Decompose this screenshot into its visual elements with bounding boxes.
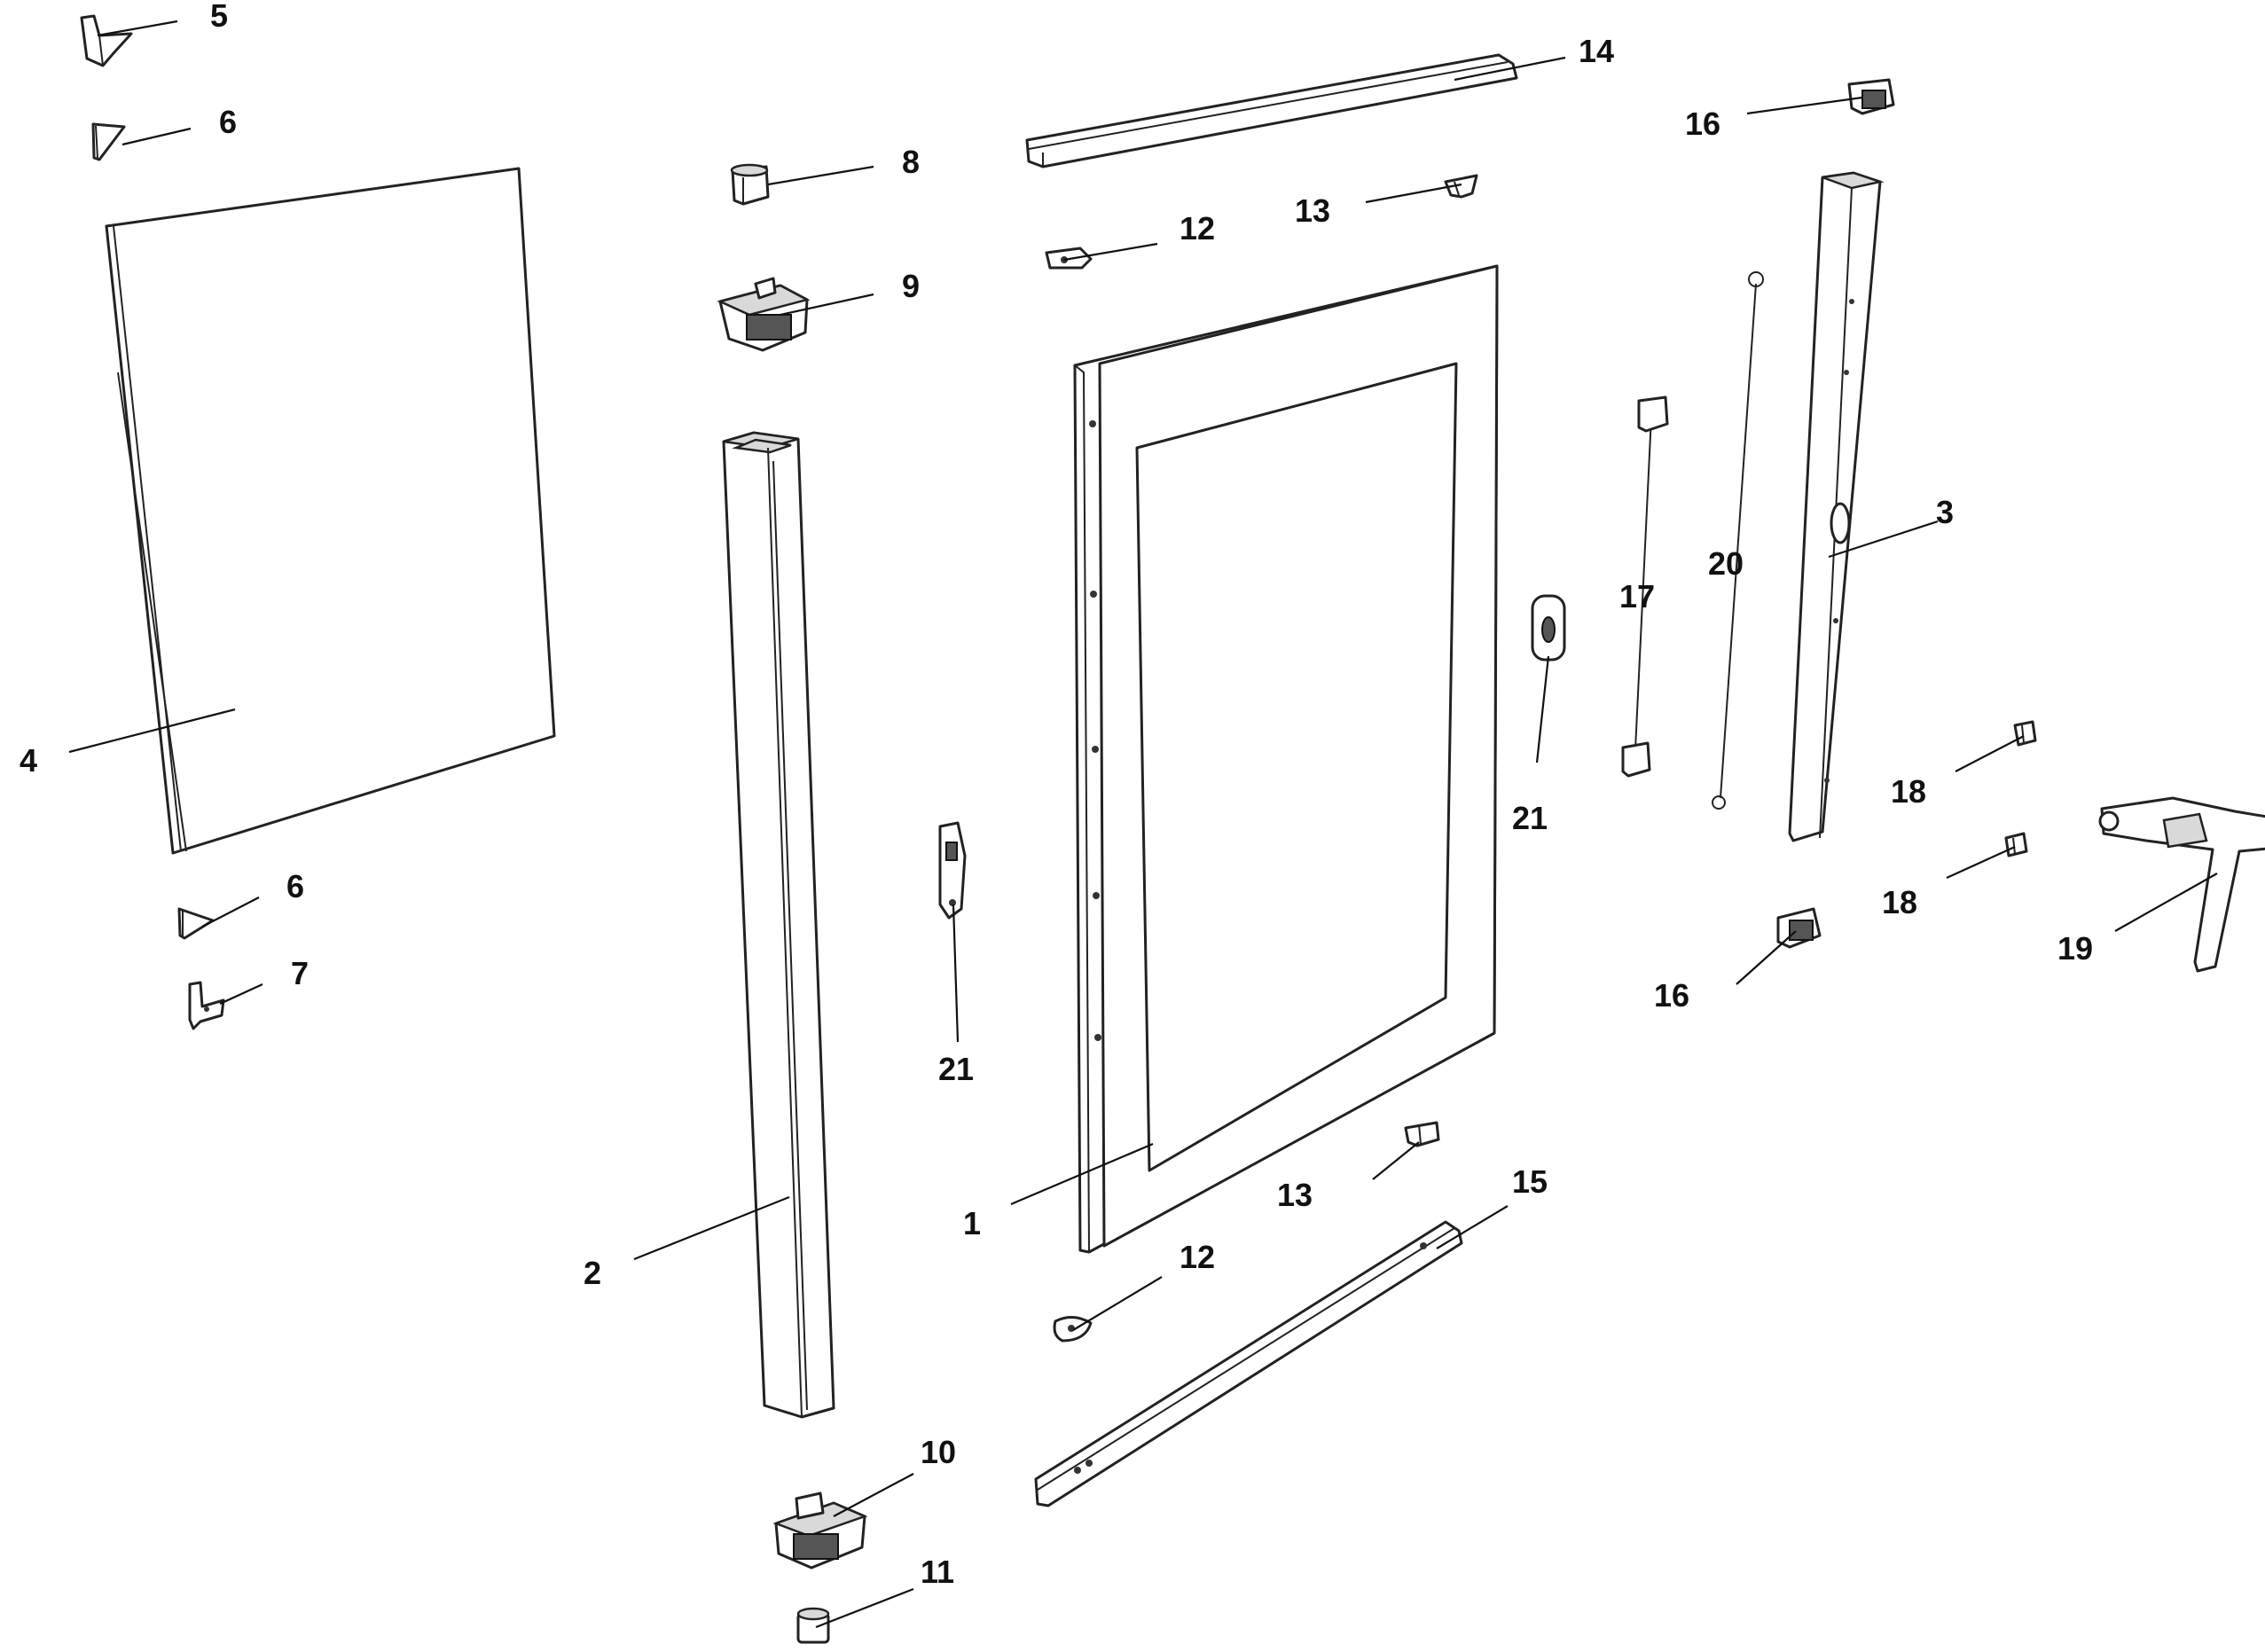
- callout-2: 2: [584, 1255, 601, 1291]
- leader-lines: [68, 20, 2218, 1629]
- part-4-glass-panel: [105, 167, 556, 855]
- callout-21-right: 21: [1512, 800, 1548, 836]
- callout-18-top: 18: [1891, 773, 1926, 810]
- callout-5: 5: [210, 0, 228, 34]
- callout-17: 17: [1619, 578, 1655, 615]
- part-1-door-frame: [1073, 264, 1499, 1254]
- part-18-clip-top: [2013, 720, 2037, 747]
- part-3-right-profile: [1788, 171, 1885, 842]
- callout-6-bottom: 6: [286, 868, 304, 904]
- callout-11: 11: [921, 1554, 954, 1590]
- part-21-latch-right: [1531, 594, 1566, 662]
- part-11-foot: [796, 1607, 830, 1644]
- part-2-left-profile: [722, 431, 835, 1419]
- callout-20: 20: [1708, 545, 1744, 582]
- part-16-connector-top: [1847, 78, 1895, 115]
- part-20-wire: [1712, 271, 1764, 810]
- part-14-top-rail: [1025, 53, 1518, 168]
- callout-7: 7: [291, 955, 309, 991]
- callout-19: 19: [2057, 930, 2093, 967]
- callout-labels: 1 2 3 4 5 6 6 7 8 9 10 11 12 12 13 13 14…: [20, 0, 2093, 1590]
- callout-13-bottom: 13: [1277, 1177, 1313, 1213]
- callout-12-bottom: 12: [1180, 1239, 1215, 1275]
- callout-12-top: 12: [1180, 210, 1215, 247]
- part-7-bracket: [188, 981, 225, 1030]
- callout-18-bottom: 18: [1882, 884, 1917, 920]
- callout-8: 8: [902, 144, 920, 180]
- part-13-clip-bottom: [1404, 1121, 1440, 1147]
- callout-3: 3: [1936, 494, 1954, 530]
- callout-16-top: 16: [1685, 106, 1720, 142]
- callout-14: 14: [1579, 33, 1614, 69]
- part-6-clip-top: [91, 122, 126, 161]
- part-19-handle: [2098, 796, 2265, 973]
- callout-15: 15: [1512, 1163, 1548, 1200]
- part-17-rod: [1621, 395, 1669, 778]
- part-10-bottom-block: [772, 1491, 868, 1570]
- callout-21-left: 21: [938, 1051, 974, 1087]
- part-18-clip-bottom: [2004, 832, 2028, 857]
- part-12-clip-top: [1045, 247, 1093, 270]
- callout-9: 9: [902, 268, 920, 304]
- part-13-clip-top: [1444, 174, 1478, 199]
- part-6-clip-bottom: [177, 907, 215, 940]
- part-15-bottom-rail: [1034, 1220, 1463, 1507]
- part-5-bracket: [80, 14, 133, 67]
- callout-16-bottom: 16: [1654, 977, 1689, 1014]
- callout-13-top: 13: [1295, 192, 1330, 229]
- callout-4: 4: [20, 742, 37, 779]
- callout-10: 10: [921, 1434, 956, 1470]
- callout-1: 1: [963, 1205, 981, 1241]
- part-8-cap: [730, 163, 770, 206]
- callout-6-top: 6: [219, 104, 237, 140]
- part-21-latch-left: [938, 821, 967, 920]
- part-9-connector: [717, 277, 811, 352]
- part-12-clip-bottom: [1053, 1316, 1093, 1343]
